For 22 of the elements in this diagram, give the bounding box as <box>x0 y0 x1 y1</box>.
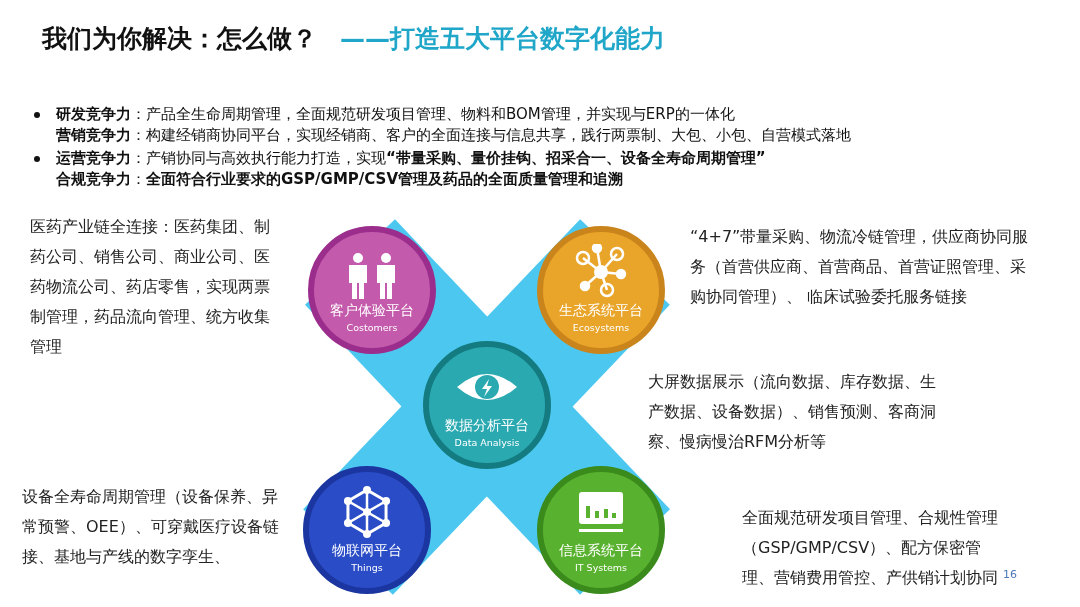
platform-name: 数据分析平台 <box>444 417 530 435</box>
platform-english-name: IT Systems <box>574 562 628 573</box>
page-number: 16 <box>1003 568 1017 581</box>
bullet-text: 研发竞争力：产品全生命周期管理，全面规范研发项目管理、物料和BOM管理，并实现与ERP的一体化 <box>56 104 735 124</box>
description-text: 大屏数据展示（流向数据、库存数据、生产数据、设备数据）、销售预测、客商洞察、慢病慢治RFM分析等 <box>648 371 937 453</box>
platform-description: 设备全寿命周期管理（设备保养、异常预警、OEE）、可穿戴医疗设备链接、基地与产线的数字孪生、 <box>22 486 280 568</box>
platform-name: 信息系统平台 <box>558 542 644 560</box>
platform-name: 客户体验平台 <box>329 302 415 320</box>
platform-english-name: Things <box>350 562 384 573</box>
title: 我们为你解决：怎么做？ <box>42 23 317 55</box>
platform-english-name: Costomers <box>345 322 399 333</box>
platform-english-name: Ecosystems <box>571 322 631 333</box>
bullet-text: 合规竞争力：全面符合行业要求的GSP/GMP/CSV管理及药品的全面质量管理和追溯 <box>56 169 623 189</box>
platform-name: 物联网平台 <box>331 542 403 560</box>
platform-english-name: Data Analysis <box>453 437 521 448</box>
subtitle: ——打造五大平台数字化能力 <box>340 23 665 55</box>
bullet-text: 营销竞争力：构建经销商协同平台，实现经销商、客户的全面连接与信息共享，践行两票制、大包、小包、自营模式落地 <box>56 125 851 145</box>
platform-name: 生态系统平台 <box>558 302 644 320</box>
platform-description: 医药产业链全连接：医药集团、制药公司、销售公司、商业公司、医药物流公司、药店零售，实现两票制管理，药品流向管理、统方收集管理 <box>30 216 271 358</box>
platform-description: “4+7”带量采购、物流冷链管理，供应商协同服务（首营供应商、首营商品、首营证照管理、采购协同管理）、 临床试验委托服务链接 <box>690 226 1030 308</box>
bullet-text: 运营竞争力：产销协同与高效执行能力打造，实现“带量采购、量价挂钩、招采合一、设备全寿命周期管理” <box>56 148 766 168</box>
description-text: 全面规范研发项目管理、合规性管理（GSP/GMP/CSV）、配方保密管理、营销费用管控、产供销计划协同 <box>742 507 999 589</box>
